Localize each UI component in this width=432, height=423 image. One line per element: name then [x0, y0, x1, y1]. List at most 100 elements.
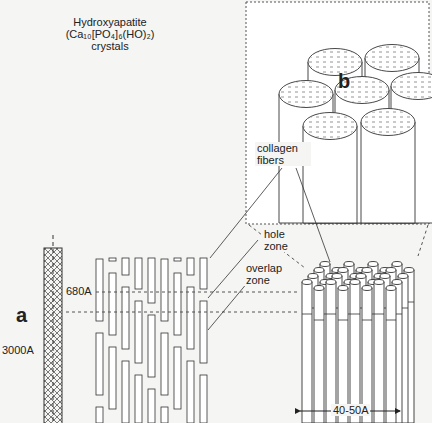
gap-line — [314, 320, 324, 321]
crystal-top — [365, 45, 419, 72]
fibril-top — [344, 262, 354, 267]
fibril-segment — [200, 258, 207, 289]
fibril-segment — [148, 258, 155, 303]
fibril-bundle — [96, 258, 207, 423]
crystal-texture — [392, 74, 432, 99]
fibril-segment — [200, 375, 207, 423]
zone-line — [96, 292, 300, 293]
crystal-top — [303, 113, 357, 140]
gap-line — [350, 314, 360, 315]
fibril-top — [374, 280, 384, 285]
fibril-top — [338, 268, 348, 273]
fibril-top — [314, 286, 324, 291]
dimension-label: 3000A — [2, 344, 34, 356]
crystal-top — [279, 81, 333, 108]
fibril-top — [392, 280, 402, 285]
gap-line — [302, 314, 312, 315]
fibril-top — [302, 280, 312, 285]
fibril-segment — [187, 258, 194, 275]
fibril-body — [314, 288, 324, 423]
fibril-top — [326, 280, 336, 285]
crystal-top — [361, 109, 415, 136]
fibril-top — [362, 286, 372, 291]
dimension-label: 40-50A — [331, 404, 370, 416]
crystal-top — [391, 73, 432, 100]
fibril-block — [302, 262, 414, 423]
fibril-body — [314, 270, 324, 423]
fibril-body — [362, 288, 372, 423]
fibril-top — [398, 274, 408, 279]
fibril-body — [338, 288, 348, 423]
fibril-segment — [174, 347, 181, 409]
fibril-segment — [161, 333, 168, 395]
fibril-body — [374, 276, 384, 423]
zone-line — [66, 312, 300, 313]
gap-line — [362, 320, 372, 321]
fibril-top — [404, 268, 414, 273]
crystal-texture — [280, 82, 332, 107]
crystal-texture — [366, 46, 418, 71]
crystal-cylinders — [279, 45, 432, 224]
crystal-texture — [362, 110, 414, 135]
crystal-body — [303, 126, 357, 223]
fibril-segment — [96, 333, 103, 395]
inset-frame — [246, 2, 429, 224]
fibril-body — [386, 288, 396, 423]
panel-letter: a — [16, 304, 27, 326]
fibril-top — [362, 268, 372, 273]
gap-line — [338, 320, 348, 321]
fibril-segment — [135, 301, 142, 363]
fibril-segment — [122, 258, 129, 275]
fibril-top — [332, 274, 342, 279]
crystal-top — [308, 49, 362, 76]
fibril-top — [386, 268, 396, 273]
crystal-texture — [304, 114, 356, 139]
fibril-segment — [109, 347, 116, 409]
crystal-label: Hydroxyapatite (Ca₁₀[PO₄]₆(HO)₂) crystal… — [55, 16, 165, 52]
fibril-body — [374, 282, 384, 423]
fibril-top — [392, 262, 402, 267]
fibril-body — [326, 276, 336, 423]
fibril-segment — [174, 258, 181, 261]
fibril-body — [302, 282, 312, 423]
fibril-segment — [148, 315, 155, 377]
fibril-top — [308, 274, 318, 279]
fibril-top — [380, 274, 390, 279]
fibril-segment — [109, 258, 116, 261]
fibril-segment — [174, 273, 181, 335]
part-label: collagen fibers — [255, 142, 311, 166]
fibril-segment — [148, 389, 155, 423]
fibril-segment — [135, 375, 142, 423]
fibril-axis — [53, 235, 54, 423]
fibril-segment — [200, 301, 207, 363]
panel-letter: b — [338, 70, 350, 92]
fibril-segment — [187, 361, 194, 423]
fibril-top — [356, 274, 366, 279]
fibril-top — [368, 262, 378, 267]
dimension-label: 680A — [64, 285, 94, 297]
fibril-top — [320, 262, 330, 267]
fibril-top — [386, 286, 396, 291]
crystal-texture — [309, 50, 361, 75]
zone-label: hole zone — [262, 228, 306, 252]
fibril-segment — [96, 407, 103, 423]
fibril-segment — [187, 287, 194, 349]
fibril-body — [350, 282, 360, 423]
fibril-segment — [122, 361, 129, 423]
projection-line — [418, 225, 428, 256]
leader-line — [208, 282, 248, 330]
fibril-body — [338, 270, 348, 423]
gap-line — [386, 320, 396, 321]
fibril-top — [314, 268, 324, 273]
gap-line — [374, 314, 384, 315]
fibril-segment — [135, 258, 142, 289]
fibril-top — [338, 286, 348, 291]
gap-line — [326, 314, 336, 315]
fibril-body — [326, 282, 336, 423]
fibril-segment — [161, 407, 168, 423]
fibril-top — [350, 280, 360, 285]
crystal-body — [361, 122, 415, 223]
fibril-segment — [109, 273, 116, 335]
fibril-body — [362, 270, 372, 423]
